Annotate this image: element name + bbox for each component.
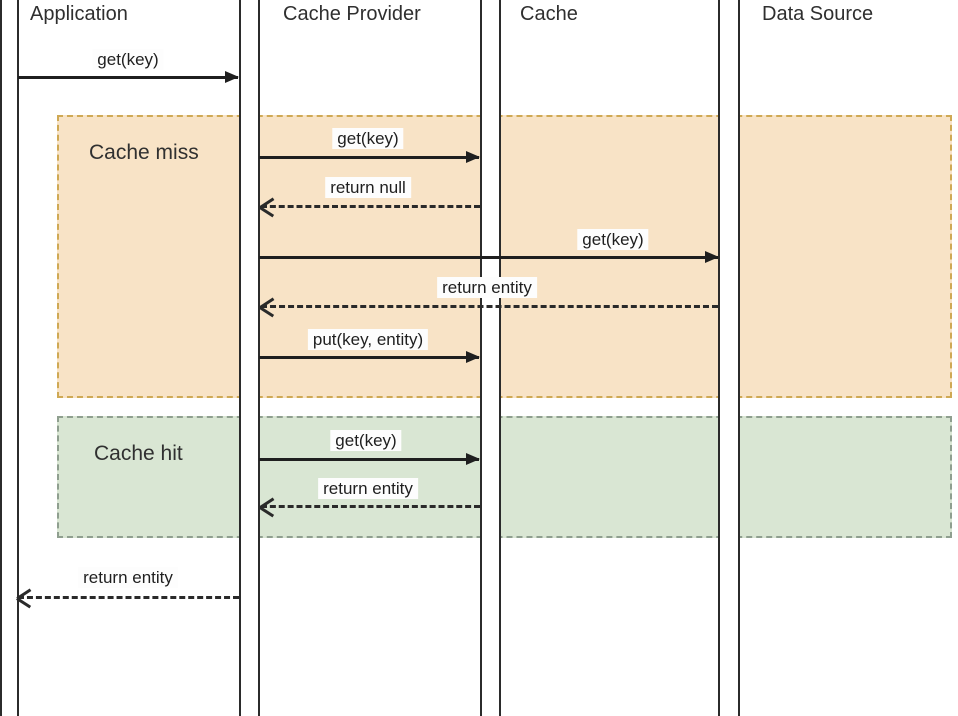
participant-label-cache: Cache — [520, 3, 578, 25]
region-cache-hit — [57, 416, 952, 538]
message-label: return null — [325, 177, 411, 198]
arrowhead-right-icon — [466, 351, 480, 363]
participant-label-data-source: Data Source — [762, 3, 874, 25]
arrow-return-entity-provider-to-app — [18, 596, 239, 599]
lifeline-cache-provider — [239, 0, 260, 716]
region-label-cache-hit: Cache hit — [94, 442, 183, 465]
message-label: get(key) — [577, 229, 649, 250]
message-label: return entity — [437, 277, 537, 298]
arrow-get-key-app-to-provider — [18, 71, 239, 83]
message-label: get(key) — [330, 430, 402, 451]
arrowhead-right-icon — [225, 71, 239, 83]
arrowhead-open-left-icon — [17, 589, 34, 606]
region-label-cache-miss: Cache miss — [89, 141, 199, 164]
participant-label-cache-provider: Cache Provider — [283, 3, 421, 25]
message-label: return entity — [78, 567, 178, 588]
arrowhead-open-left-icon — [260, 298, 277, 315]
arrow-get-key-provider-to-cache-hit — [259, 453, 480, 465]
lifeline-data-source — [718, 0, 740, 716]
arrow-get-key-provider-to-cache — [259, 151, 480, 163]
message-label: get(key) — [332, 128, 404, 149]
arrowhead-right-icon — [466, 453, 480, 465]
lifeline-application — [0, 0, 19, 716]
arrowhead-right-icon — [705, 251, 719, 263]
arrowhead-open-left-icon — [260, 498, 277, 515]
arrow-return-entity-datasource-to-provider — [261, 305, 718, 308]
arrowhead-open-left-icon — [260, 198, 277, 215]
participant-label-application: Application — [30, 3, 128, 25]
lifeline-cache — [480, 0, 501, 716]
arrow-return-entity-cache-to-provider — [261, 505, 480, 508]
message-label: put(key, entity) — [307, 329, 429, 350]
message-label: return entity — [318, 478, 418, 499]
message-label: get(key) — [92, 49, 164, 70]
arrowhead-right-icon — [466, 151, 480, 163]
arrow-get-key-provider-to-datasource — [259, 251, 719, 263]
arrow-return-null-cache-to-provider — [261, 205, 480, 208]
arrow-put-key-entity-provider-to-cache — [259, 351, 480, 363]
